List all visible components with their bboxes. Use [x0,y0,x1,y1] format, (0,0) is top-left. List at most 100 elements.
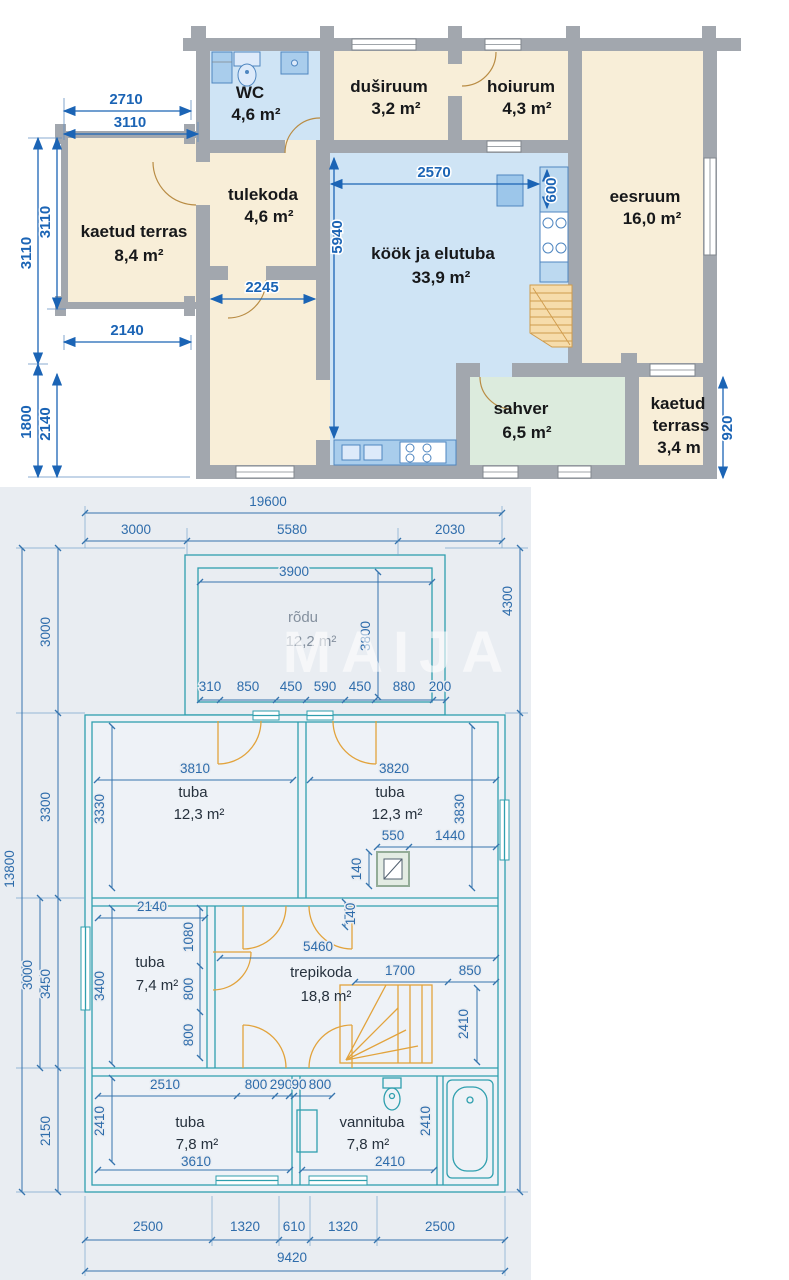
dim-800c: 800 [245,1077,268,1092]
room-area-tulekoda: 4,6 m² [244,207,293,226]
room-area-dushiruum: 3,2 m² [371,99,420,118]
dim-3330: 3330 [92,794,107,824]
dim-13800: 13800 [2,850,17,888]
dim-door-880: 880 [393,679,416,694]
dim-bottom-610: 610 [283,1219,306,1234]
dim-800a: 800 [181,978,196,1001]
dim-90: 90 [291,1077,306,1092]
toilet-icon [382,1077,402,1111]
dim-3110-left-inner: 3110 [37,206,54,239]
wc-toilet-icon [233,51,261,87]
floor2-stairs-icon [339,984,433,1064]
dim-3110-top: 3110 [114,114,147,131]
dim-door-450b: 450 [349,679,372,694]
room-label-tulekoda: tulekoda [228,185,298,204]
dim-left-3300: 3300 [38,792,53,822]
room-label-eesruum: eesruum [610,187,681,206]
dim-bottom-2500a: 2500 [133,1219,163,1234]
dim-1440: 1440 [435,828,465,843]
dim-290: 290 [270,1077,293,1092]
watermark-text: MAIJA [283,620,513,685]
dim-2410-vann: 2410 [375,1154,405,1169]
dim-3810: 3810 [180,761,210,776]
room-area-trepikoda: 18,8 m² [301,988,352,1005]
dim-left-3000: 3000 [38,617,53,647]
dim-800d: 800 [309,1077,332,1092]
dim-door-310: 310 [199,679,222,694]
kitchen-counter-icon [333,439,457,466]
dim-140-chimney: 140 [349,858,364,881]
dim-door-200: 200 [429,679,452,694]
bathtub-icon [446,1079,494,1179]
dim-door-590: 590 [314,679,337,694]
kitchen-island-icon [496,174,524,207]
floor2-inner-outline [91,721,499,1186]
dim-600: 600 [543,177,560,202]
room-area-hoiurum: 4,3 m² [502,99,551,118]
floor2-dimension-lines [18,509,524,1275]
dim-800b: 800 [181,1024,196,1047]
dim-bottom-1320a: 1320 [230,1219,260,1234]
dim-140-wall: 140 [343,903,358,926]
dim-bottom-2500b: 2500 [425,1219,455,1234]
room-label-tuba-w: tuba [135,954,165,971]
dim-left-2150: 2150 [38,1116,53,1146]
room-area-rodu: 12,2 m² [286,633,337,650]
room-label-hoiurum: hoiurum [487,77,555,96]
room-area-eesruum: 16,0 m² [623,209,682,228]
floor2-plan: 19600 3000 5580 2030 3900 3800 4300 310 … [1,493,528,1276]
dim-2140-terrace: 2140 [110,322,143,339]
room-area-kaetud-terras: 8,4 m² [114,246,163,265]
room-label-tuba-sw: tuba [175,1114,205,1131]
dim-2410-sw: 2410 [92,1106,107,1136]
dim-850: 850 [459,963,482,978]
room-kaetud-terras [68,138,198,303]
dim-3110-left-outer: 3110 [18,237,35,270]
room-area-tuba-w: 7,4 m² [136,977,179,994]
room-area-kaetud-terrass: 3,4 m [657,438,700,457]
floor2-outline [84,714,506,1193]
dim-door-850: 850 [237,679,260,694]
dim-2710: 2710 [109,91,142,108]
room-label-tuba-nw: tuba [178,784,208,801]
bathroom-door-leaf [296,1109,318,1153]
chimney-icon [376,851,410,887]
room-area-sahver: 6,5 m² [502,423,551,442]
wc-basin-icon [280,51,309,75]
room-area-wc: 4,6 m² [231,105,280,124]
floor1-plan: WC 4,6 m² duširuum 3,2 m² hoiurum 4,3 m²… [17,26,741,480]
wc-sink-icon [211,51,233,84]
dim-rodu-3800: 3800 [358,621,373,651]
floor2-doors [212,720,377,1069]
dim-rodu-3900: 3900 [279,564,309,579]
dim-2410-stairs: 2410 [456,1009,471,1039]
dim-3610: 3610 [181,1154,211,1169]
room-label-kaetud-terras: kaetud terras [81,222,188,241]
dim-1800: 1800 [18,405,35,438]
dim-19600: 19600 [249,494,287,509]
dim-bottom-1320b: 1320 [328,1219,358,1234]
room-label-kook: köök ja elutuba [371,244,495,263]
floor1-dimensions [28,98,729,480]
dim-9420: 9420 [277,1250,307,1265]
dim-3400: 3400 [92,971,107,1001]
rodu-inner-outline [197,567,433,703]
room-label-wc: WC [236,83,264,102]
dim-1080: 1080 [181,922,196,952]
dim-left-mid-3000: 3000 [20,960,35,990]
floor1-doors [152,51,513,410]
room-sahver [470,377,625,465]
dim-920: 920 [719,415,736,440]
dim-4300: 4300 [500,586,515,616]
floor2-walls [92,722,498,1185]
dim-2570: 2570 [417,164,450,181]
dim-2140-left: 2140 [37,407,54,440]
room-area-tuba-nw: 12,3 m² [174,806,225,823]
room-label-dushiruum: duširuum [350,77,427,96]
dim-top-3000: 3000 [121,522,151,537]
room-label-rodu: rõdu [288,609,318,626]
dim-top-2030: 2030 [435,522,465,537]
floor1-stairs-icon [529,284,573,348]
